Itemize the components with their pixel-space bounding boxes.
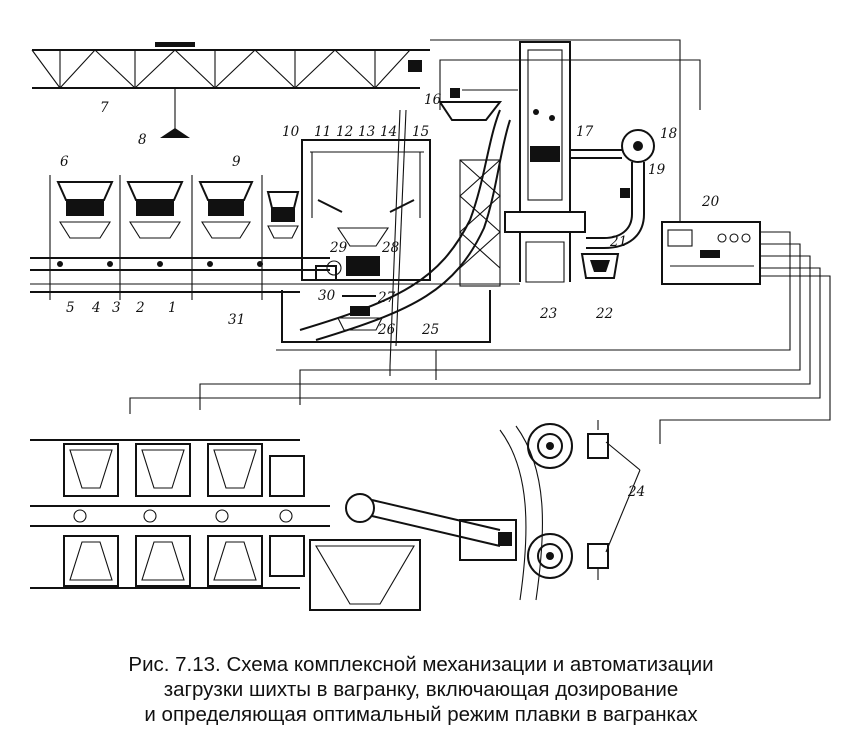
label-27: 27 <box>377 290 396 306</box>
label-3: 3 <box>112 300 121 316</box>
charge-hoppers-row <box>49 175 300 300</box>
label-29: 29 <box>329 240 348 256</box>
label-25: 25 <box>421 322 439 338</box>
label-21: 21 <box>609 234 627 250</box>
position-labels: 1 2 3 4 5 6 7 8 9 10 11 12 13 14 15 16 1… <box>60 92 720 500</box>
label-7: 7 <box>100 100 109 116</box>
label-23: 23 <box>539 306 557 322</box>
label-9: 9 <box>232 154 241 170</box>
label-17: 17 <box>576 124 594 140</box>
label-28: 28 <box>381 240 400 256</box>
caption-line-1: Рис. 7.13. Схема комплексной механизации… <box>128 653 714 676</box>
label-22: 22 <box>595 306 613 322</box>
mechanization-scheme-drawing: 1 2 3 4 5 6 7 8 9 10 11 12 13 14 15 16 1… <box>30 39 831 611</box>
skip-hoist-track <box>299 109 511 341</box>
caption-line-3: и определяющая оптимальный режим плавки … <box>144 703 698 726</box>
label-12: 12 <box>336 124 353 140</box>
label-24: 24 <box>627 484 645 500</box>
label-8: 8 <box>138 132 147 148</box>
charging-bucket <box>438 88 518 121</box>
plan-view-skip-and-furnaces <box>309 420 641 611</box>
label-4: 4 <box>91 300 101 316</box>
figure-caption: Рис. 7.13. Схема комплексной механизации… <box>0 652 842 727</box>
label-16: 16 <box>424 92 442 108</box>
label-19: 19 <box>648 162 666 178</box>
label-1: 1 <box>168 300 177 316</box>
label-20: 20 <box>701 194 720 210</box>
label-13: 13 <box>358 124 375 140</box>
overhead-crane-truss <box>31 42 430 89</box>
label-11: 11 <box>314 124 331 140</box>
plan-view-hoppers <box>30 439 330 589</box>
ladle <box>580 253 620 279</box>
cupola-furnace <box>504 41 586 283</box>
label-18: 18 <box>660 126 678 142</box>
label-2: 2 <box>135 300 145 316</box>
caption-line-2: загрузки шихты в вагранку, включающая до… <box>163 678 679 701</box>
label-31: 31 <box>228 312 245 328</box>
label-5: 5 <box>66 300 75 316</box>
label-14: 14 <box>380 124 397 140</box>
label-15: 15 <box>412 124 429 140</box>
label-6: 6 <box>60 154 69 170</box>
charging-conveyor <box>30 257 520 293</box>
label-26: 26 <box>377 322 396 338</box>
label-10: 10 <box>282 124 300 140</box>
cable-runs <box>129 39 831 444</box>
control-panel <box>661 221 761 285</box>
label-30: 30 <box>318 288 336 304</box>
blower-and-air-duct <box>570 129 655 249</box>
crane-magnet <box>160 88 190 138</box>
